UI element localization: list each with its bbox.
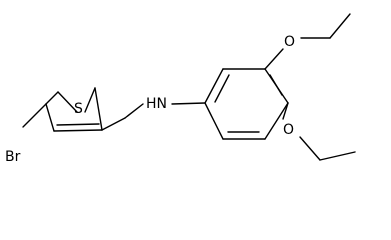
bond-o-ch2-lower: [299, 136, 321, 161]
bromine-label: Br: [5, 149, 21, 165]
bond-c5-s-side: [94, 87, 103, 131]
bond-n-aryl: [171, 102, 206, 105]
bond-ring-ch2: [101, 117, 126, 131]
benzene-double-2: [269, 74, 283, 96]
bond-s-c2: [57, 91, 78, 113]
bond-aryl-o-lower: [282, 102, 289, 120]
amine-label: HN: [146, 96, 167, 112]
bond-c2-c3: [45, 91, 59, 105]
bond-c4-c5: [53, 129, 103, 132]
oxygen-lower-label: O: [283, 122, 294, 138]
benzene-double-1: [214, 74, 230, 103]
thiophene-ring: [45, 87, 103, 132]
bond-ch2-n: [124, 103, 144, 119]
bond-c4-c5-double: [56, 123, 100, 126]
bond-s-c5: [84, 87, 96, 113]
benzene-bond-1: [204, 68, 224, 104]
bond-c3-c4: [45, 103, 55, 132]
benzene-bond-4: [264, 102, 289, 140]
bond-ch2-ch3-lower: [319, 151, 356, 161]
benzene-bond-6: [204, 102, 224, 140]
sulfur-label: S: [74, 101, 83, 117]
benzene-ring: [204, 68, 289, 140]
bond-aryl-o-upper: [264, 48, 284, 70]
bond-c-br: [22, 103, 47, 128]
bond-ch2-ch3-upper: [329, 13, 351, 39]
oxygen-upper-label: O: [284, 34, 295, 50]
structure-diagram: S Br HN O O: [5, 13, 356, 165]
